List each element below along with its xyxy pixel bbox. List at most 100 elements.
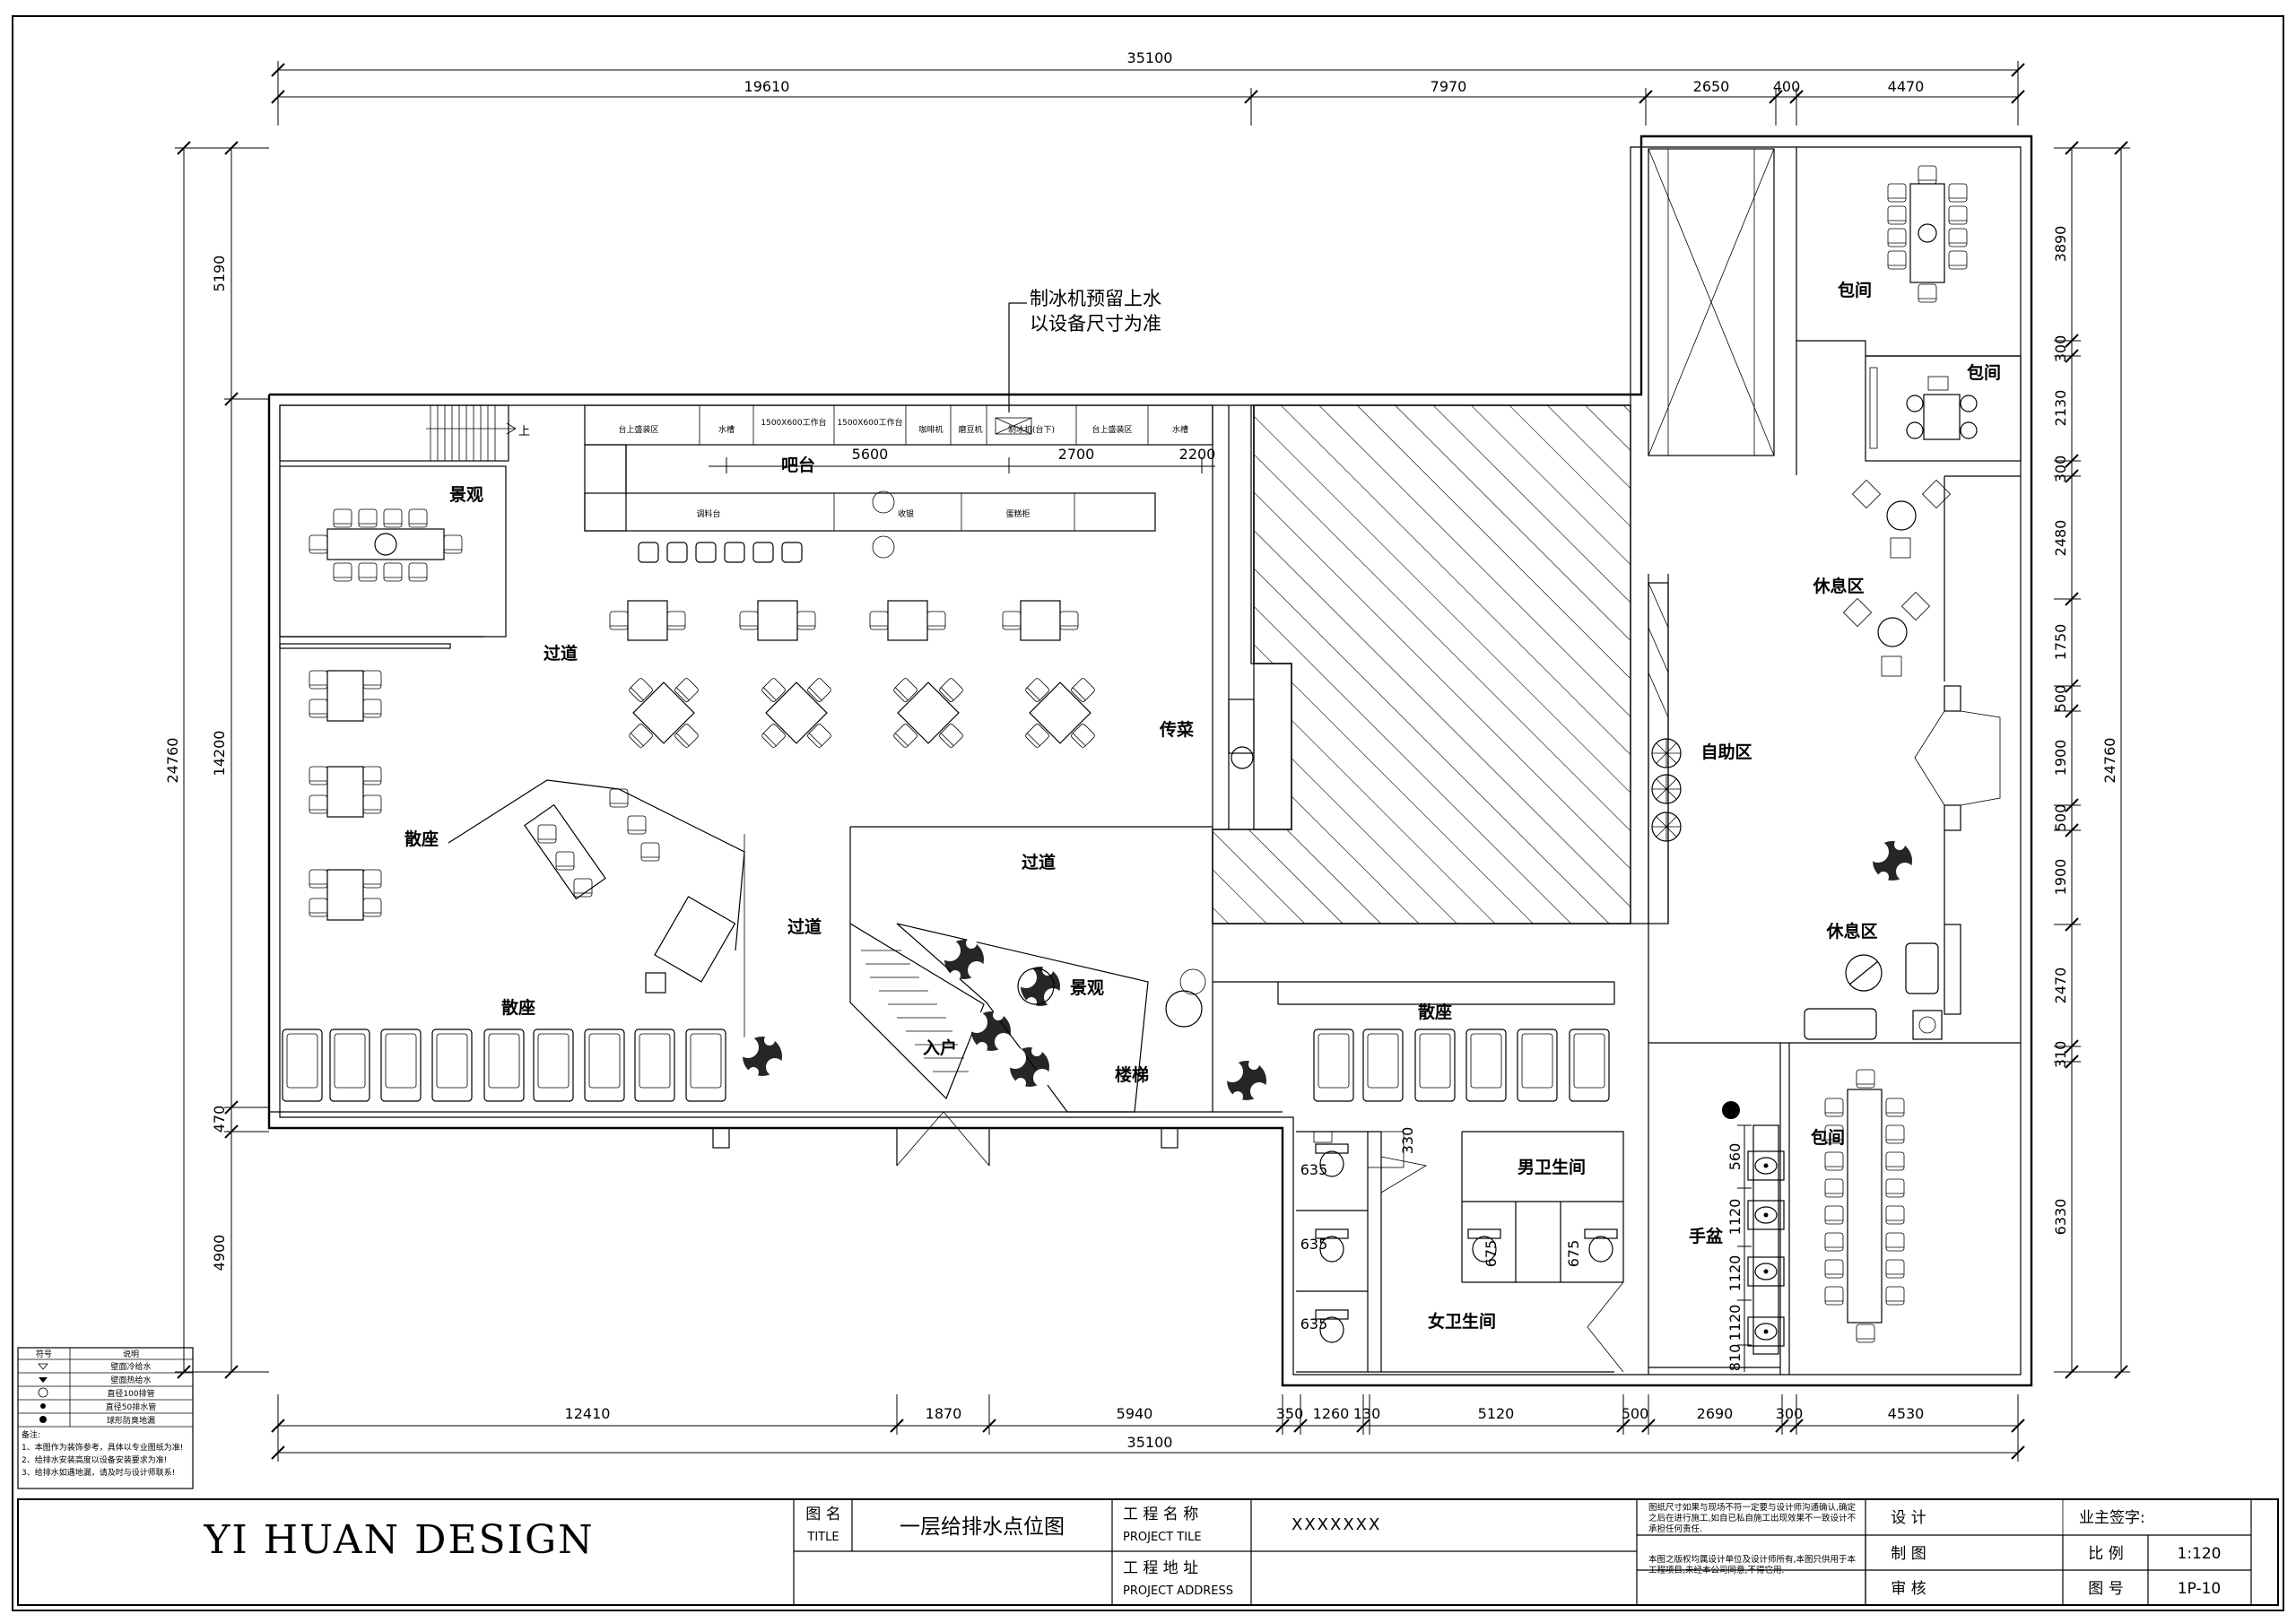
dim-left-1: 5190: [211, 256, 228, 292]
entrance-door[interactable]: [896, 1111, 990, 1167]
dim-top-4: 400: [1773, 78, 1801, 95]
dim-right-7: 500: [2052, 685, 2069, 713]
lounge-area-1: [1842, 475, 2021, 681]
sheet-value: 1P-10: [2178, 1580, 2221, 1598]
dim-right-6: 1750: [2052, 624, 2069, 661]
bar-label-h: 台上盛装区: [1091, 424, 1132, 435]
dim-right-1: 3890: [2052, 226, 2069, 263]
dim-bottom-10: 300: [1776, 1405, 1804, 1422]
dim-right-5: 2480: [2052, 520, 2069, 557]
room-bar: 吧台: [781, 455, 815, 475]
dim-bar-3: 2200: [1179, 446, 1216, 463]
dim-hand-2: 1120: [1726, 1199, 1744, 1236]
dim-hand-5: 810: [1726, 1344, 1744, 1372]
stair-up-label: 上: [518, 425, 530, 438]
bar-label-k: 收银: [898, 508, 914, 519]
dim-hand-4: 1120: [1726, 1305, 1744, 1341]
shaft: [1648, 148, 1775, 456]
buffet-counter: [1648, 582, 1682, 924]
private-room-2: [1865, 355, 2022, 462]
dim-left-3: 470: [211, 1106, 228, 1133]
serving-station: [1228, 699, 1255, 769]
dim-right-9: 500: [2052, 804, 2069, 832]
dim-top-3: 2650: [1693, 78, 1730, 95]
sofa-booths-right: [1313, 1028, 1610, 1102]
left-seating-tables: [279, 643, 451, 921]
legend-col-symbol: 符号: [36, 1349, 52, 1359]
legend-row-4: 直径50排水管: [106, 1402, 156, 1412]
legend-note-1: 1、本图作为装饰参考，具体以专业图纸为准!: [22, 1442, 183, 1453]
review-label: 审 核: [1891, 1580, 1926, 1598]
dim-wc-4: 330: [1399, 1127, 1416, 1155]
project-name: XXXXXXX: [1292, 1515, 1381, 1534]
lounge-doors[interactable]: [1914, 685, 2001, 831]
room-aisle-1: 过道: [544, 643, 578, 664]
private-room-3: [1824, 1069, 1905, 1343]
room-aisle-3: 过道: [787, 916, 822, 937]
title-note-1: 图纸尺寸如果与现场不符一定要与设计师沟通确认,确定之后在进行施工,如自已私自施工…: [1648, 1503, 1857, 1534]
bar-label-d: 1500X600工作台: [837, 417, 902, 428]
landscape-room: [279, 465, 507, 638]
scale-value: 1:120: [2178, 1545, 2222, 1563]
dim-left-4: 4900: [211, 1235, 228, 1271]
kitchen-hatch: [1212, 404, 1631, 924]
dim-wc-1: 635: [1300, 1161, 1328, 1178]
room-seating-3: 散座: [1418, 1002, 1452, 1022]
room-aisle-2: 过道: [1022, 852, 1056, 872]
dim-bottom-total: 35100: [1127, 1434, 1173, 1451]
dim-top-2: 7970: [1431, 78, 1467, 95]
dim-top-5: 4470: [1888, 78, 1925, 95]
decor-rounds: [1017, 968, 1206, 1028]
dining-tables-row-2: [628, 677, 1096, 749]
dim-right-13: 6330: [2052, 1199, 2069, 1236]
hand-wash-area: [1722, 1101, 1785, 1372]
bar-counter: [584, 404, 1255, 664]
dim-right-total: 24760: [2101, 738, 2118, 784]
dim-bottom-11: 4530: [1888, 1405, 1925, 1422]
dim-right-2: 300: [2052, 335, 2069, 363]
room-seating-1: 散座: [404, 829, 439, 849]
dim-wc-5: 675: [1483, 1240, 1500, 1268]
bar-label-j: 调料台: [696, 508, 720, 519]
central-stair: [849, 922, 1149, 1113]
room-hand-wash: 手盆: [1689, 1226, 1724, 1246]
bar-label-g: 制冰机(台下): [1008, 424, 1055, 435]
legend-table: [17, 1347, 194, 1489]
dim-wc-2: 635: [1300, 1236, 1328, 1253]
dimension-lines-bottom: [271, 1394, 2025, 1462]
bar-label-c: 1500X600工作台: [761, 417, 826, 428]
bar-label-l: 蛋糕柜: [1005, 508, 1030, 519]
restrooms: [1296, 1131, 1624, 1373]
dim-right-3: 2130: [2052, 390, 2069, 427]
drafting-label: 制 图: [1891, 1545, 1926, 1563]
dim-bottom-5: 1260: [1313, 1405, 1350, 1422]
dim-wc-6: 675: [1565, 1240, 1582, 1268]
owner-sign-label: 业主签字:: [2079, 1509, 2145, 1527]
dimension-lines-right: [2054, 141, 2130, 1379]
project-address-label-en: PROJECT ADDRESS: [1123, 1584, 1233, 1598]
sofa-booths: [282, 1028, 726, 1102]
dim-bottom-4: 350: [1276, 1405, 1304, 1422]
annotation-line-2: 以设备尺寸为准: [1030, 313, 1161, 334]
annotation-line-1: 制冰机预留上水: [1030, 288, 1161, 309]
dim-bottom-1: 12410: [565, 1405, 611, 1422]
dim-right-8: 1900: [2052, 740, 2069, 777]
stair-top-left: [279, 404, 517, 462]
room-private-3: 包间: [1811, 1127, 1845, 1148]
angled-booth: [448, 779, 745, 1040]
dim-hand-3: 1120: [1726, 1255, 1744, 1292]
bar-label-b: 水槽: [718, 424, 735, 435]
dim-bottom-8: 500: [1622, 1405, 1649, 1422]
project-name-label-en: PROJECT TILE: [1123, 1531, 1202, 1544]
bar-label-f: 磨豆机: [958, 424, 982, 435]
legend-note-0: 备注:: [22, 1429, 40, 1440]
dim-bar-2: 2700: [1058, 446, 1095, 463]
legend-note-3: 3、给排水如遇地漏，请及时与设计师联系!: [22, 1467, 175, 1478]
bar-label-a: 台上盛装区: [618, 424, 658, 435]
firm-name: YI HUAN DESIGN: [203, 1517, 594, 1563]
legend-row-5: 球形防臭地漏: [107, 1415, 155, 1426]
dim-bar-1: 5600: [852, 446, 889, 463]
legend-row-2: 壁面热给水: [110, 1375, 151, 1385]
legend-col-desc: 说明: [123, 1349, 139, 1359]
